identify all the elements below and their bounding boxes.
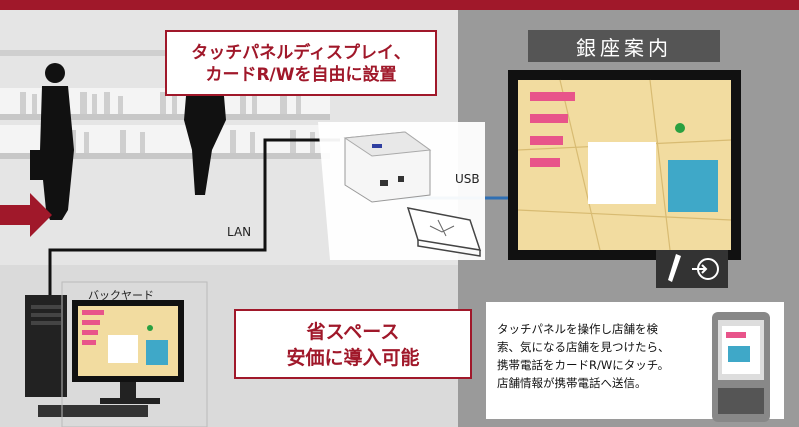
usb-label: USB <box>455 172 480 186</box>
backyard-monitor <box>72 300 184 404</box>
info-line-1: タッチパネルを操作し店舗を検 <box>497 322 658 336</box>
info-line-3: 携帯電話をカードR/Wにタッチ。 <box>497 358 670 372</box>
phone-touch-icon <box>656 250 728 288</box>
display-sign: 銀座案内 <box>528 30 720 62</box>
person-silhouette-left <box>30 63 74 220</box>
callout-touch-panel-line2: カードR/Wを自由に設置 <box>205 65 397 85</box>
info-box-text: タッチパネルを操作し店舗を検 索、気になる店舗を見つけたら、 携帯電話をカードR… <box>497 320 707 392</box>
wall-display <box>508 70 741 260</box>
entry-arrow <box>0 193 52 237</box>
router-device <box>343 131 432 203</box>
info-line-2: 索、気になる店舗を見つけたら、 <box>497 340 670 354</box>
callout-space-saving-line1: 省スペース <box>306 321 400 343</box>
pc-tower <box>25 295 67 397</box>
callout-touch-panel: タッチパネルディスプレイ、 カードR/Wを自由に設置 <box>165 30 437 96</box>
lan-cable <box>48 138 340 300</box>
callout-space-saving-line2: 安価に導入可能 <box>286 347 420 369</box>
callout-touch-panel-line1: タッチパネルディスプレイ、 <box>191 43 411 63</box>
info-line-4: 店舗情報が携帯電話へ送信。 <box>497 376 647 390</box>
callout-space-saving: 省スペース 安価に導入可能 <box>234 309 472 379</box>
mobile-phone <box>712 312 770 422</box>
card-reader <box>406 207 482 257</box>
lan-label: LAN <box>227 225 252 239</box>
backyard-label: バックヤード <box>88 289 154 302</box>
display-sign-text: 銀座案内 <box>576 35 672 60</box>
top-bar <box>0 0 799 10</box>
